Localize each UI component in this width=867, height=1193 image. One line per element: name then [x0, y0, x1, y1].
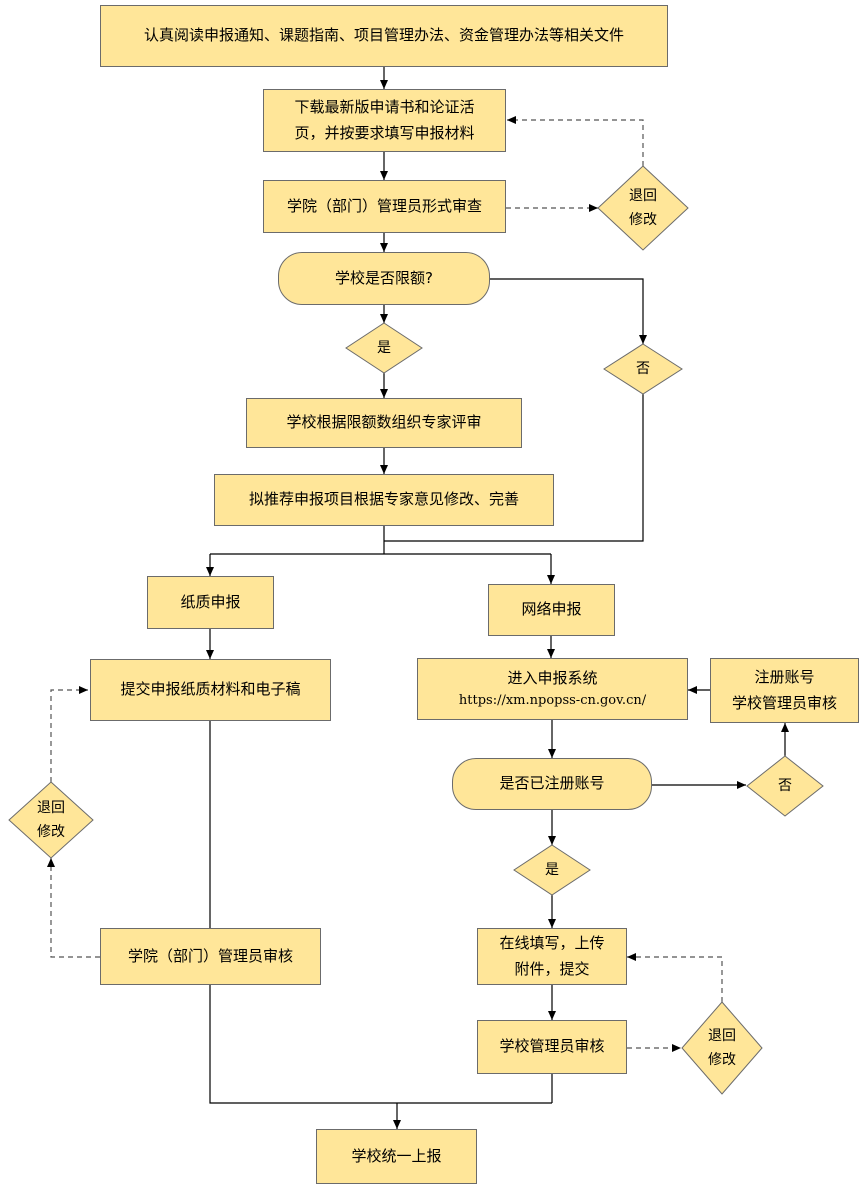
diamond-return-left — [8, 781, 94, 859]
dashed-return-left-out — [47, 858, 100, 958]
fill-online-line2: 附件，提交 — [514, 959, 590, 978]
online-application-box: 网络申报 — [488, 584, 615, 636]
paper-application-text: 纸质申报 — [180, 592, 241, 611]
diamond-no-registered — [746, 755, 824, 817]
register-account-box: 注册账号 学校管理员审核 — [710, 658, 859, 723]
school-admin-review-text: 学校管理员审核 — [499, 1037, 605, 1056]
register-account-line1: 注册账号 — [754, 668, 815, 686]
arrow-quota-to-no — [490, 278, 647, 344]
download-fill-box: 下载最新版申请书和论证活 页，并按要求填写申报材料 — [263, 89, 506, 152]
download-fill-line1: 下载最新版申请书和论证活 — [294, 98, 475, 116]
dashed-return-bottom-back — [627, 953, 723, 1002]
diamond-return-bottom — [681, 1001, 763, 1095]
enter-system-box: 进入申报系统 https://xm.npopss-cn.gov.cn/ — [417, 658, 688, 720]
college-review-box: 学院（部门）管理员审核 — [100, 928, 321, 985]
read-docs-text: 认真阅读申报通知、课题指南、项目管理办法、资金管理办法等相关文件 — [143, 26, 624, 45]
read-docs-box: 认真阅读申报通知、课题指南、项目管理办法、资金管理办法等相关文件 — [100, 5, 668, 67]
diamond-return-top — [597, 165, 689, 251]
unified-submit-text: 学校统一上报 — [351, 1146, 442, 1165]
college-review-text: 学院（部门）管理员审核 — [127, 946, 293, 965]
diamond-no-quota — [603, 343, 683, 395]
register-account-line2: 学校管理员审核 — [731, 693, 837, 712]
enter-system-url: https://xm.npopss-cn.gov.cn/ — [458, 693, 647, 709]
revise-improve-box: 拟推荐申报项目根据专家意见修改、完善 — [214, 474, 554, 526]
fill-online-box: 在线填写，上传 附件，提交 — [477, 928, 627, 985]
registered-question-text: 是否已注册账号 — [499, 774, 605, 793]
college-form-review-box: 学院（部门）管理员形式审查 — [263, 180, 506, 233]
fill-online-line1: 在线填写，上传 — [499, 934, 605, 952]
college-form-review-text: 学院（部门）管理员形式审查 — [286, 196, 482, 215]
dashed-return-left-back — [50, 686, 88, 782]
dashed-return-top-back — [507, 116, 644, 166]
online-application-text: 网络申报 — [521, 600, 582, 619]
school-quota-text: 学校是否限额? — [335, 268, 433, 287]
paper-application-box: 纸质申报 — [147, 576, 274, 629]
diamond-yes-quota — [345, 322, 423, 374]
expert-review-text: 学校根据限额数组织专家评审 — [286, 413, 482, 432]
line-college-review-down — [209, 985, 552, 1104]
school-quota-decision: 学校是否限额? — [278, 252, 490, 305]
enter-system-text: 进入申报系统 — [507, 668, 598, 687]
expert-review-box: 学校根据限额数组织专家评审 — [246, 398, 522, 448]
line-no-merge — [384, 394, 644, 542]
school-admin-review-box: 学校管理员审核 — [477, 1020, 627, 1074]
registered-decision: 是否已注册账号 — [452, 758, 652, 810]
unified-submit-box: 学校统一上报 — [316, 1129, 477, 1184]
submit-paper-box: 提交申报纸质材料和电子稿 — [90, 659, 331, 721]
diamond-yes-registered — [513, 844, 591, 896]
download-fill-line2: 页，并按要求填写申报材料 — [294, 123, 475, 142]
submit-paper-text: 提交申报纸质材料和电子稿 — [120, 680, 301, 699]
revise-improve-text: 拟推荐申报项目根据专家意见修改、完善 — [248, 490, 519, 509]
